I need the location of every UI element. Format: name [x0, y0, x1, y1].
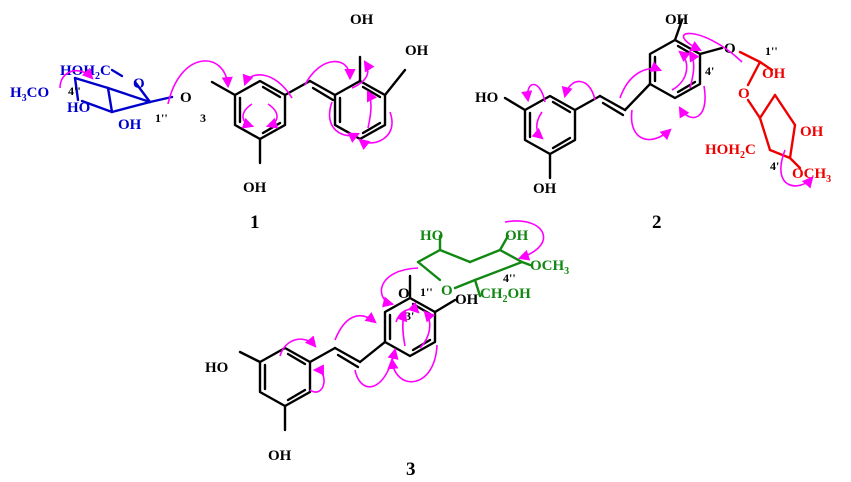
oh-sugar-label: OH [505, 228, 529, 244]
ho-left-label: HO [475, 90, 498, 106]
hoh2c-label: HOH2C [705, 142, 756, 161]
linking-oxygen-label: O [398, 286, 410, 302]
ring-oxygen-label: O [738, 86, 750, 102]
position-1pp-label: 1'' [420, 285, 433, 299]
compound-1-number: 1 [250, 212, 260, 233]
position-4pp-label: 4'' [770, 159, 783, 173]
oh-top-label: OH [665, 12, 689, 28]
compound-3-number: 3 [406, 459, 416, 480]
compound-2-sugar-labels: OH O HOH2C OH OCH3 [705, 66, 831, 185]
compound-3-sugar-labels: HO OH OCH3 O CH2OH [420, 228, 569, 305]
linking-oxygen-label: O [180, 90, 192, 106]
compound-1-sugar-labels: HOH2C H3CO HO OH O [10, 63, 145, 133]
compound-2: OH O HOH2C OH OCH3 OH HO OH O 4' 1'' 4''… [475, 12, 831, 233]
compound-1-sugar [73, 68, 174, 114]
ring-oxygen-label: O [441, 283, 453, 299]
och3-label: OCH3 [530, 258, 569, 277]
oh-sugar-2-label: OH [800, 124, 824, 140]
compound-1-hmbc-arrows [59, 60, 393, 150]
position-3p-label: 3' [405, 309, 414, 323]
oh-bottom-label: OH [268, 448, 292, 464]
ho-label: HO [67, 100, 90, 116]
h3co-label: H3CO [10, 85, 49, 104]
och3-label: OCH3 [792, 166, 831, 185]
position-4p-label: 4' [705, 64, 714, 78]
oh-top-left-label: OH [350, 12, 374, 28]
position-4pp-label: 4'' [503, 271, 516, 285]
compound-1-skeleton [210, 55, 407, 165]
oh-sugar-1-label: OH [762, 66, 786, 82]
oh-bottom-label: OH [243, 180, 267, 196]
compound-2-hmbc-arrows [521, 32, 814, 189]
ch2oh-label: CH2OH [480, 286, 531, 305]
position-4pp-label: 4'' [68, 84, 81, 98]
oh-right-label: OH [455, 292, 479, 308]
oh-bottom-label: OH [533, 181, 557, 197]
position-1pp-label: 1'' [765, 44, 778, 58]
linking-oxygen-label: O [724, 41, 736, 57]
compound-3: HO OH OCH3 O CH2OH 4'' O 1'' 3' OH HO OH… [205, 220, 569, 480]
ho-sugar-label: HO [420, 228, 443, 244]
position-3-label: 3 [200, 111, 206, 125]
compound-1: HOH2C H3CO HO OH O 4'' 1'' O 3 OH OH OH … [10, 12, 429, 233]
position-1pp-label: 1'' [155, 111, 168, 125]
oh-label: OH [118, 117, 142, 133]
ring-oxygen-label: O [133, 76, 145, 92]
compound-3-skeleton [238, 274, 457, 432]
ho-left-label: HO [205, 360, 228, 376]
oh-top-right-label: OH [405, 43, 429, 59]
compound-3-hmbc-arrows [279, 220, 545, 393]
compound-2-sugar [738, 50, 802, 170]
compound-3-sugar [416, 234, 532, 298]
compound-2-number: 2 [652, 212, 662, 233]
